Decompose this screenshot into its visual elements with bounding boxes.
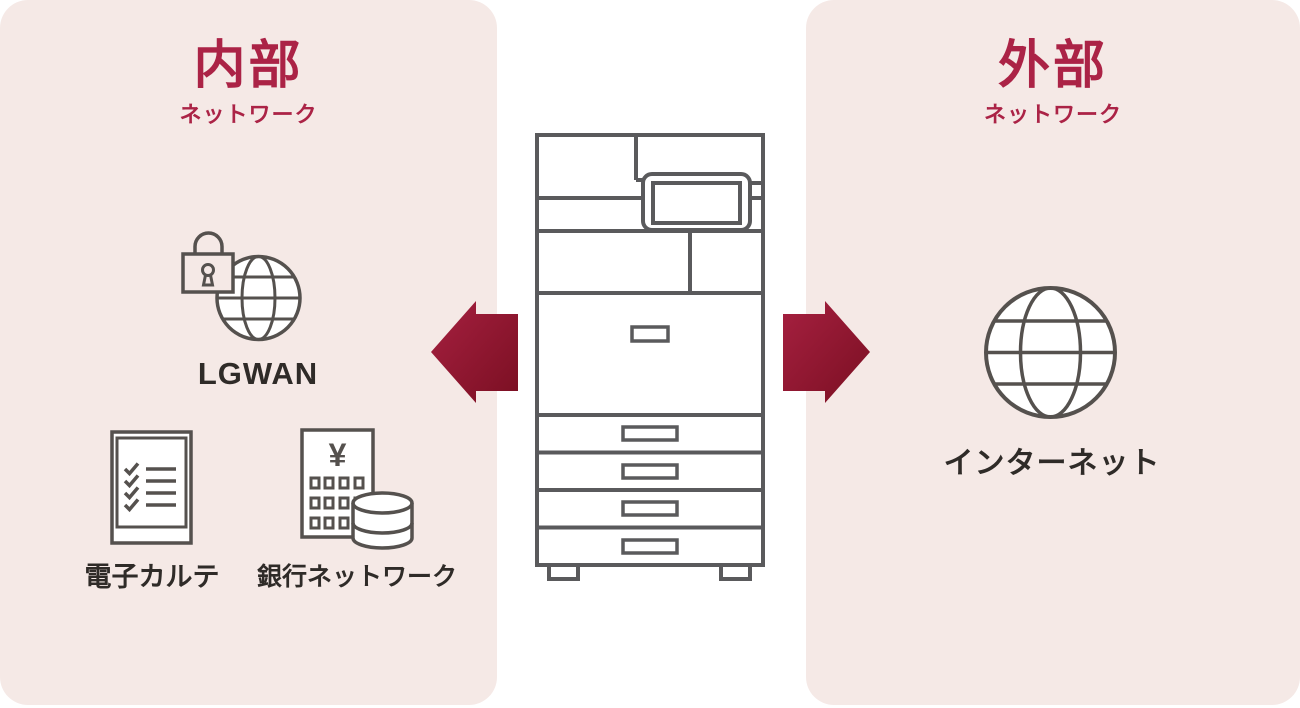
lock-icon [181, 231, 235, 294]
database-icon [351, 491, 414, 550]
printer-touchscreen [651, 181, 742, 225]
external-panel-title: 外部 [997, 37, 1108, 95]
internet-label: インターネット [943, 447, 1161, 480]
bank-database-icon: ¥ [300, 428, 414, 550]
internal-panel-title: 内部 [193, 37, 304, 95]
arrow-left-icon [431, 301, 518, 403]
yen-mark: ¥ [329, 437, 347, 473]
globe-icon [984, 286, 1117, 419]
printer-drawer-handles [621, 425, 679, 555]
external-panel-subtitle: ネットワーク [983, 102, 1122, 127]
medical-record-checklist-icon [110, 430, 193, 545]
bank-network-label: 銀行ネットワーク [256, 563, 457, 591]
medical-record-label: 電子カルテ [84, 562, 220, 592]
checklist-marks [123, 462, 176, 513]
keyhole-icon [201, 263, 215, 287]
lock-globe-icon [181, 231, 302, 342]
internal-panel-subtitle: ネットワーク [179, 102, 318, 127]
lgwan-label: LGWAN [197, 356, 319, 391]
internal-network-panel [0, 0, 497, 705]
globe-icon [215, 254, 302, 342]
multifunction-printer-icon [535, 133, 765, 581]
arrow-right-icon [783, 301, 870, 403]
